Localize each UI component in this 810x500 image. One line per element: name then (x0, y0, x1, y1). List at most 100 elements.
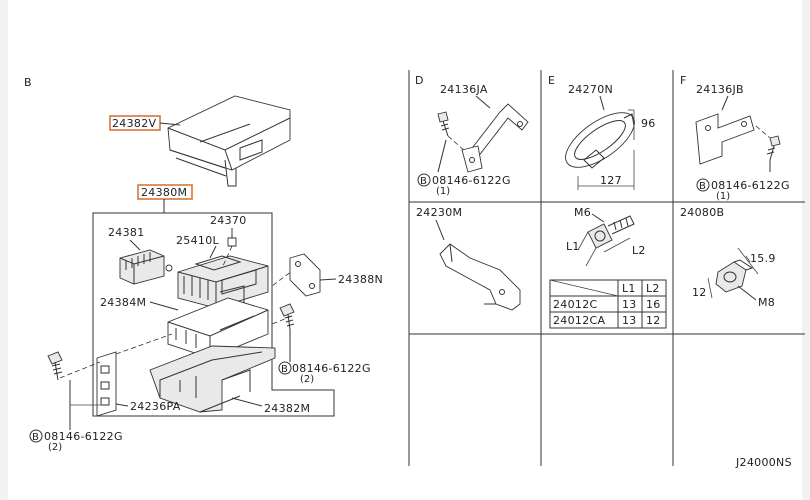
spec-row1-l2: 16 (646, 298, 661, 311)
bolt-qty-d: (1) (436, 186, 450, 197)
leader-24381 (129, 239, 141, 251)
callout-box-24380m (137, 184, 193, 200)
spec-table (549, 279, 667, 329)
spec-row2-l2: 12 (646, 314, 661, 327)
bracket-24388n (289, 253, 321, 297)
dim-line-l1 (577, 231, 589, 251)
fuse-24370 (227, 237, 237, 247)
bolt-f-drawing (766, 135, 781, 161)
part-label-24381: 24381 (108, 226, 145, 239)
section-d-label: D (415, 74, 424, 87)
bolt-letter-left: B (32, 432, 39, 443)
bolt-qty-f: (1) (716, 191, 730, 202)
bracket-24136jb (695, 113, 755, 165)
section-f-label: F (680, 74, 687, 87)
drawing-code: J24000NS (735, 456, 792, 469)
dim-nut-height: 12 (692, 286, 707, 299)
bracket-24236pa (96, 351, 117, 417)
leader-24230m (435, 219, 445, 241)
bolt-qty-left: (2) (48, 442, 62, 453)
spec-row2-l1: 13 (622, 314, 637, 327)
assembly-outline (92, 212, 335, 417)
spec-row1-part: 24012C (553, 298, 597, 311)
part-label-24270n: 24270N (568, 83, 613, 96)
part-label-24236pa: 24236PA (130, 400, 181, 413)
leader-24384m (149, 301, 179, 311)
assembly-line-left (59, 333, 173, 379)
leader-24270n (599, 95, 605, 111)
bolt-main-drawing (279, 303, 295, 331)
part-label-24080b: 24080B (680, 206, 724, 219)
dim-bolt-l2: L2 (632, 244, 646, 257)
bolt-letter-f: B (699, 181, 706, 192)
section-b-label: B (24, 76, 32, 89)
dim-line-l2 (603, 237, 631, 253)
part-label-24370: 24370 (210, 214, 247, 227)
part-label-24136ja: 24136JA (440, 83, 488, 96)
spec-header-l2: L2 (646, 282, 660, 295)
bolt-symbol-f (696, 178, 710, 192)
relay-block-24381 (119, 249, 173, 285)
bolt-letter-main: B (281, 364, 288, 375)
dim-bolt-thread: M6 (574, 206, 591, 219)
left-margin (0, 0, 8, 500)
bolt-left-drawing (47, 351, 63, 381)
fusible-base-24384m (167, 297, 269, 359)
leader-bolt-d (437, 139, 447, 173)
dim-e-width: 127 (600, 174, 622, 187)
bolt-code-f: 08146-6122G (711, 179, 790, 192)
leader-24136ja (475, 95, 491, 109)
detail-grid-lines (408, 70, 805, 466)
bolt-code-left: 08146-6122G (44, 430, 123, 443)
dim-line-nut-a (737, 247, 759, 275)
bolt-symbol-d (417, 173, 431, 187)
dim-bolt-l1: L1 (566, 240, 580, 253)
dim-e-height: 96 (641, 117, 656, 130)
right-margin (802, 0, 810, 500)
dim-line-nut-height (707, 277, 713, 299)
dim-nut-thread: M8 (758, 296, 775, 309)
bolt-symbol-left (29, 429, 43, 443)
bolt-qty-main: (2) (300, 374, 314, 385)
part-label-24384m: 24384M (100, 296, 146, 309)
assembly-line-fuse (221, 245, 233, 269)
leader-24136jb (721, 95, 729, 111)
leader-24236pa (115, 403, 129, 407)
dim-line-nut-b (745, 255, 751, 263)
assembly-line-d (447, 135, 467, 153)
bolt-letter-d: B (420, 176, 427, 187)
spec-row2-part: 24012CA (553, 314, 605, 327)
spec-header-l1: L1 (622, 282, 636, 295)
part-label-24382m: 24382M (264, 402, 310, 415)
section-e-label: E (548, 74, 555, 87)
leader-24388n (319, 278, 337, 281)
dim-nut: 15.9 (750, 252, 776, 265)
part-label-24380m: 24380M (141, 186, 187, 199)
bolt-code-main: 08146-6122G (292, 362, 371, 375)
lower-bracket-24382m (149, 345, 276, 413)
bracket-24136ja (461, 103, 529, 173)
nut-24080b (715, 259, 754, 293)
part-label-24136jb: 24136JB (696, 83, 744, 96)
leader-bolt-thread (591, 213, 605, 223)
part-label-24388n: 24388N (338, 273, 383, 286)
part-label-24382v: 24382V (112, 117, 156, 130)
leader-nut-thread (737, 285, 757, 301)
bolt-d-drawing (437, 111, 450, 137)
cover-24382v-drawing (167, 95, 291, 187)
grommet-24270n (565, 112, 635, 169)
part-label-25410l: 25410L (176, 234, 219, 247)
bolt-code-d: 08146-6122G (432, 174, 511, 187)
leader-24382m (231, 397, 263, 407)
assembly-line-f (755, 125, 771, 139)
relay-cluster-25410l (177, 255, 269, 309)
dim-line-l1-b (585, 247, 597, 267)
bracket-24230m (439, 243, 521, 311)
bolt-symbol-main (278, 361, 292, 375)
bolt-m6-drawing (587, 215, 635, 249)
part-label-24230m: 24230M (416, 206, 462, 219)
leader-25410l (209, 245, 217, 259)
spec-row1-l1: 13 (622, 298, 637, 311)
